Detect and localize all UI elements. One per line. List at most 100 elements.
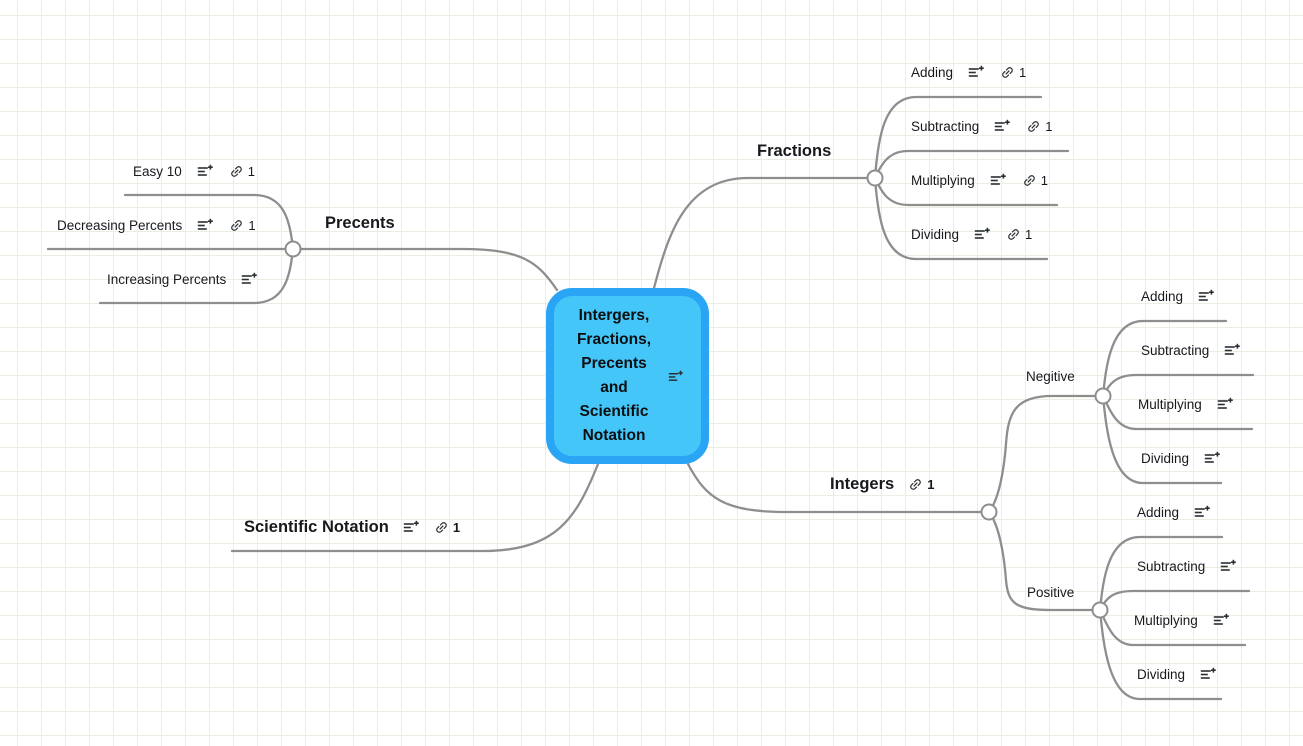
notes-icon[interactable] [403, 520, 420, 534]
topic-negitive-multiplying[interactable]: Multiplying [1138, 396, 1234, 412]
topic-negitive-dividing[interactable]: Dividing [1141, 450, 1221, 466]
topic-label[interactable]: Dividing [1141, 450, 1190, 466]
branch-line-integers [686, 462, 991, 514]
topic-precents-decreasing-percents[interactable]: Decreasing Percents 1 [57, 217, 256, 233]
link-icon [229, 218, 244, 233]
link-count: 1 [1040, 172, 1049, 188]
notes-icon[interactable] [197, 218, 214, 232]
topic-fractions[interactable]: Fractions [757, 141, 831, 161]
topic-label[interactable]: Scientific Notation [244, 517, 389, 536]
topic-label[interactable]: Adding [911, 64, 954, 80]
link-icon [1000, 65, 1015, 80]
line-integers-negitive [987, 394, 1105, 514]
link-icon [434, 520, 449, 535]
notes-icon[interactable] [990, 173, 1007, 187]
topic-integers[interactable]: Integers 1 [830, 474, 934, 494]
link-icon [908, 477, 923, 492]
link-badge[interactable]: 1 [1006, 227, 1032, 242]
link-badge[interactable]: 1 [229, 164, 255, 179]
line-integers-positive [987, 510, 1102, 612]
notes-icon[interactable] [1194, 505, 1211, 519]
link-badge[interactable]: 1 [434, 520, 460, 535]
link-icon [1006, 227, 1021, 242]
link-badge[interactable]: 1 [229, 217, 256, 233]
topic-positive-dividing[interactable]: Dividing [1137, 666, 1217, 682]
topic-positive-subtracting[interactable]: Subtracting [1137, 558, 1237, 574]
line-fractions-adding [873, 95, 1043, 180]
link-count: 1 [247, 163, 256, 179]
topic-label[interactable]: Decreasing Percents [57, 217, 183, 233]
topic-label[interactable]: Dividing [911, 226, 960, 242]
topic-label[interactable]: Fractions [757, 141, 832, 160]
link-badge[interactable]: 1 [908, 477, 934, 492]
notes-icon[interactable] [1200, 667, 1217, 681]
root-topic-label[interactable]: Intergers, Fractions, Precents and Scien… [576, 307, 652, 444]
toggle-integers[interactable] [980, 503, 998, 521]
notes-icon[interactable] [1220, 559, 1237, 573]
line-fractions-dividing [873, 176, 1049, 261]
topic-label[interactable]: Positive [1027, 584, 1075, 600]
topic-label[interactable]: Easy 10 [133, 163, 182, 179]
topic-label[interactable]: Adding [1137, 504, 1180, 520]
notes-icon[interactable] [668, 370, 684, 383]
topic-fractions-multiplying[interactable]: Multiplying 1 [911, 172, 1048, 188]
topic-fractions-dividing[interactable]: Dividing 1 [911, 226, 1032, 242]
notes-icon[interactable] [197, 164, 214, 178]
line-precents-easy-10 [123, 193, 295, 251]
topic-precents-increasing-percents[interactable]: Increasing Percents [107, 271, 258, 287]
link-count: 1 [1019, 64, 1027, 80]
line-negitive-dividing [1101, 394, 1223, 485]
notes-icon[interactable] [1217, 397, 1234, 411]
topic-positive-multiplying[interactable]: Multiplying [1134, 612, 1230, 628]
notes-icon[interactable] [974, 227, 991, 241]
link-badge[interactable]: 1 [1000, 65, 1026, 80]
topic-label[interactable]: Subtracting [911, 118, 980, 134]
topic-precents-easy-10[interactable]: Easy 10 1 [133, 163, 255, 179]
root-topic[interactable]: Intergers, Fractions, Precents and Scien… [546, 288, 709, 464]
link-count: 1 [248, 217, 256, 233]
topic-scientific-notation[interactable]: Scientific Notation 1 [244, 517, 460, 537]
notes-icon[interactable] [1198, 289, 1215, 303]
topic-label[interactable]: Negitive [1026, 368, 1075, 384]
topic-label[interactable]: Increasing Percents [107, 271, 227, 287]
toggle-negitive[interactable] [1094, 387, 1112, 405]
notes-icon[interactable] [241, 272, 258, 286]
topic-label[interactable]: Dividing [1137, 666, 1186, 682]
topic-label[interactable]: Multiplying [911, 172, 975, 188]
topic-label[interactable]: Adding [1141, 288, 1184, 304]
notes-icon[interactable] [1224, 343, 1241, 357]
notes-icon[interactable] [1204, 451, 1221, 465]
topic-precents[interactable]: Precents [325, 213, 395, 233]
link-icon [1022, 173, 1037, 188]
topic-integers-negitive[interactable]: Negitive [1026, 368, 1075, 384]
topic-label[interactable]: Multiplying [1134, 612, 1198, 628]
notes-icon[interactable] [968, 65, 985, 79]
link-count: 1 [1045, 118, 1053, 134]
topic-label[interactable]: Subtracting [1141, 342, 1210, 358]
link-badge[interactable]: 1 [1026, 118, 1053, 134]
notes-icon[interactable] [1213, 613, 1230, 627]
line-positive-dividing [1098, 608, 1223, 701]
topic-label[interactable]: Integers [830, 474, 895, 493]
link-badge[interactable]: 1 [1022, 173, 1048, 188]
topic-label[interactable]: Precents [325, 213, 395, 232]
topic-negitive-adding[interactable]: Adding [1141, 288, 1215, 304]
branch-line-fractions [652, 176, 877, 290]
topic-fractions-subtracting[interactable]: Subtracting 1 [911, 118, 1053, 134]
line-positive-subtracting [1098, 589, 1251, 612]
topic-integers-positive[interactable]: Positive [1027, 584, 1074, 600]
toggle-precents[interactable] [284, 240, 302, 258]
topic-fractions-adding[interactable]: Adding 1 [911, 64, 1026, 80]
branch-line-scientific-notation [230, 462, 600, 553]
notes-icon[interactable] [994, 119, 1011, 133]
topic-label[interactable]: Subtracting [1137, 558, 1206, 574]
line-positive-adding [1098, 535, 1224, 612]
toggle-fractions[interactable] [866, 169, 884, 187]
topic-positive-adding[interactable]: Adding [1137, 504, 1211, 520]
topic-negitive-subtracting[interactable]: Subtracting [1141, 342, 1241, 358]
toggle-positive[interactable] [1091, 601, 1109, 619]
line-precents-increasing [98, 247, 295, 305]
topic-label[interactable]: Multiplying [1138, 396, 1202, 412]
